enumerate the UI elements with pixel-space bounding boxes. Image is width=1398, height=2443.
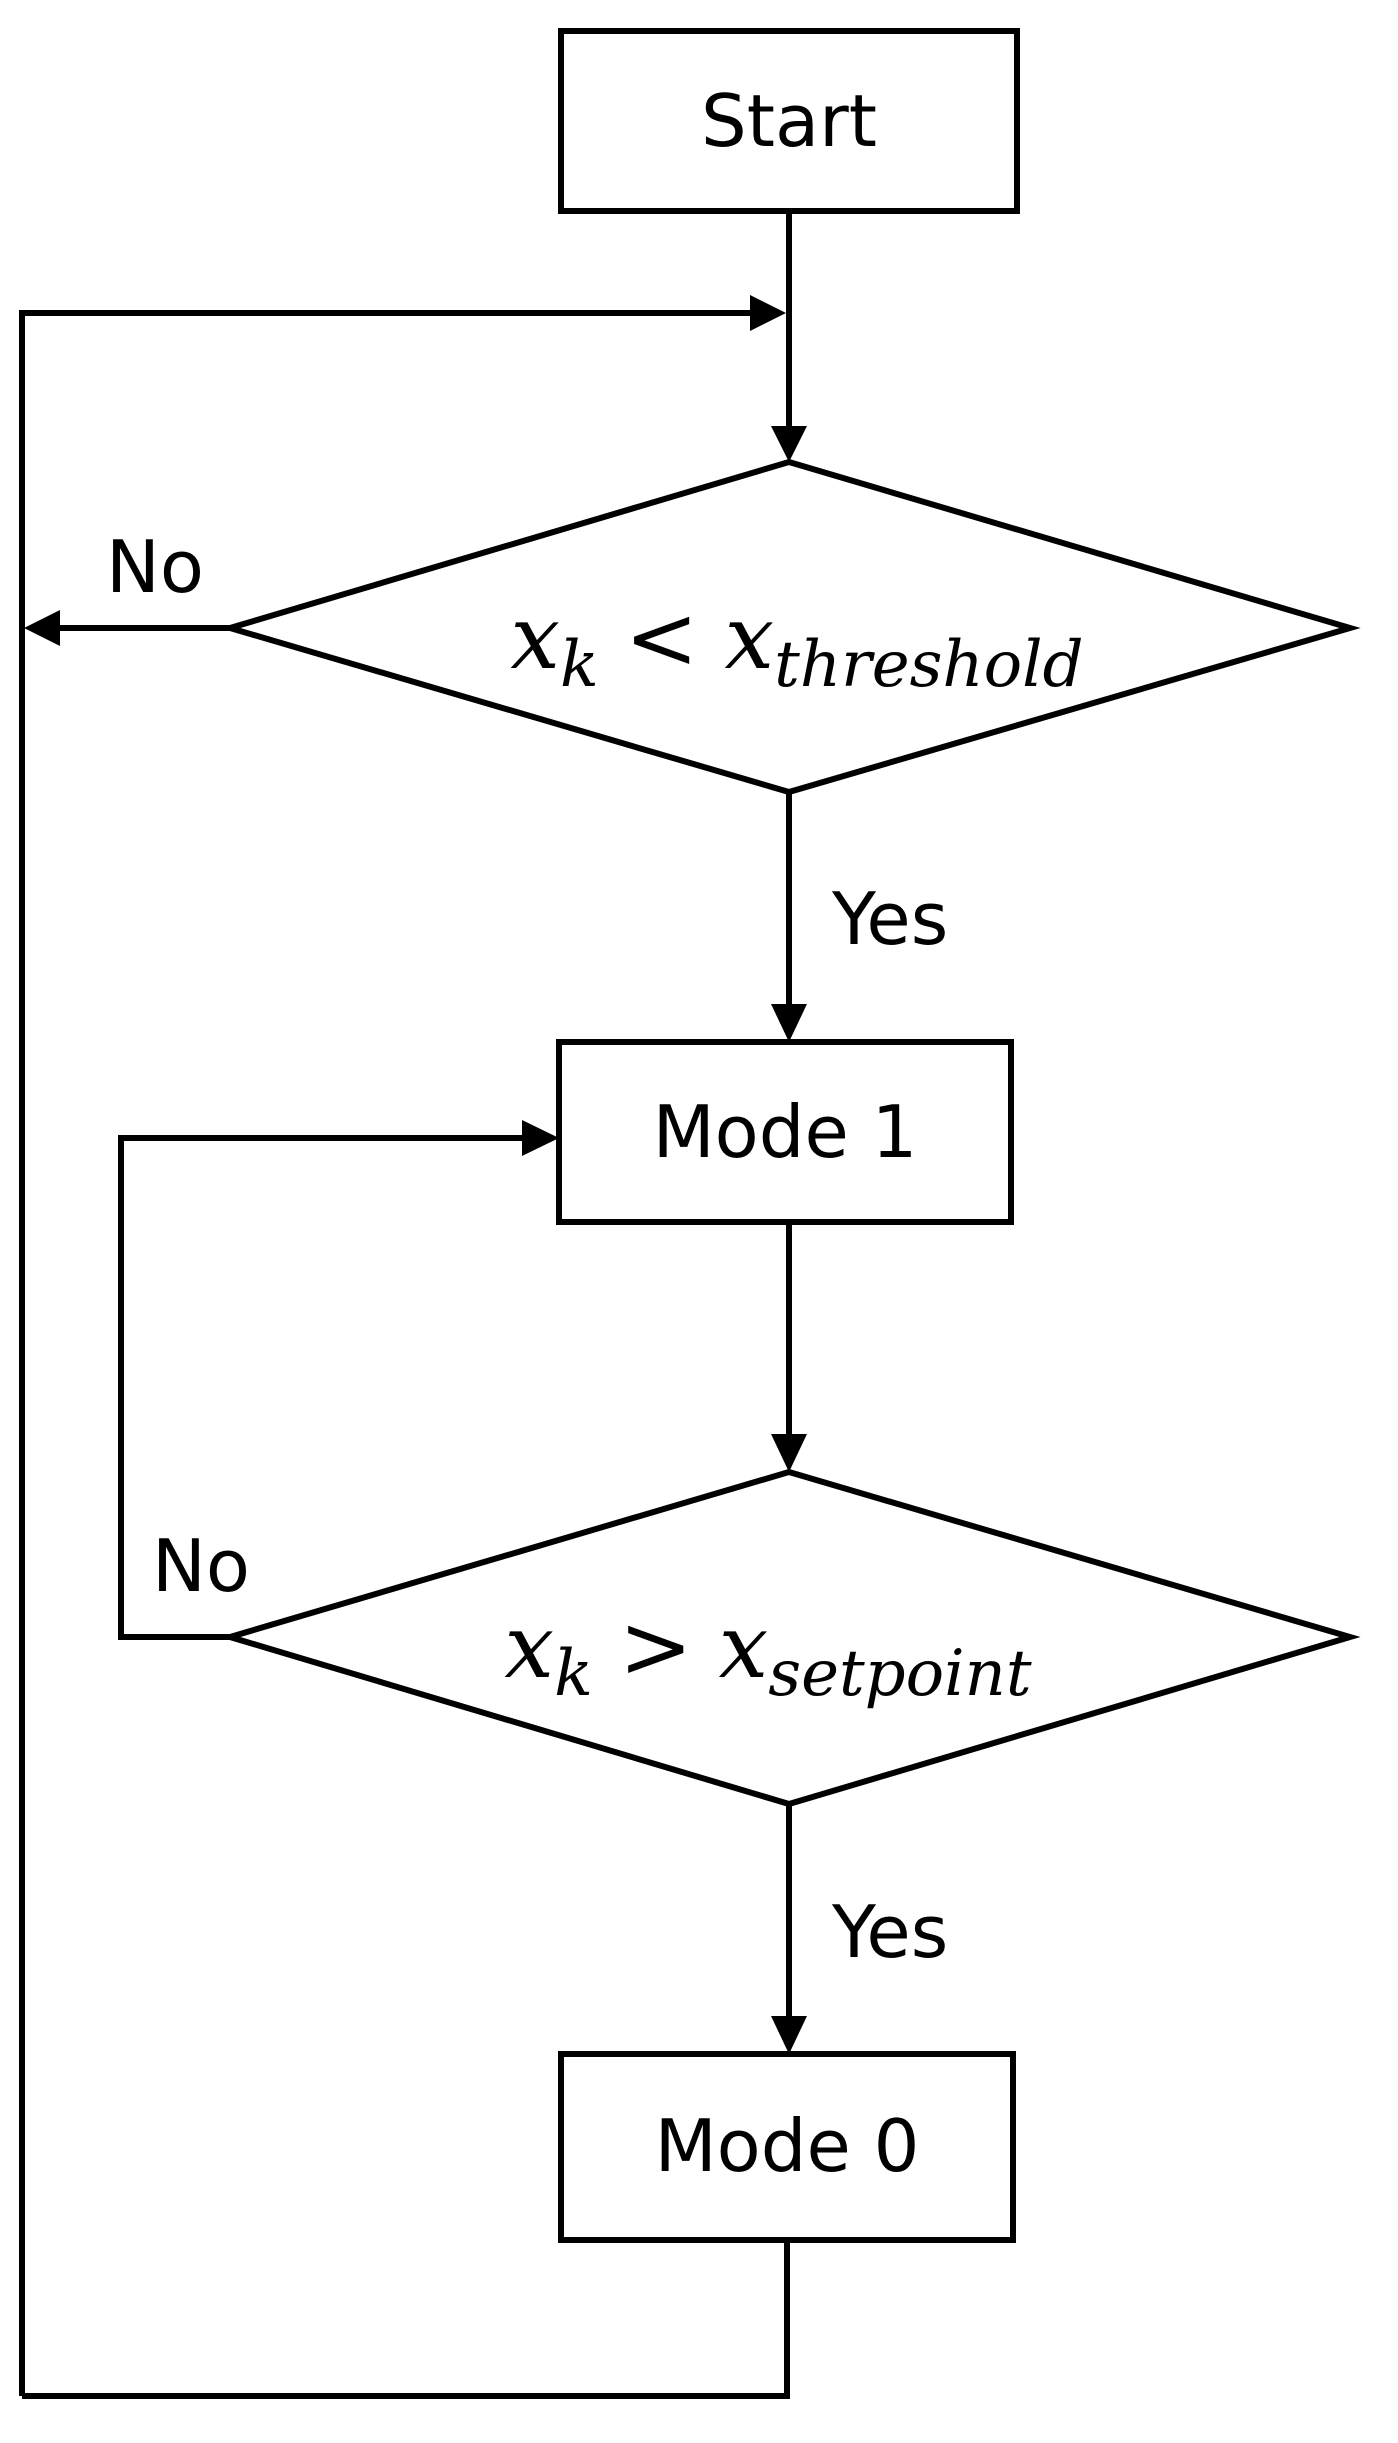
threshold-yes-label: Yes xyxy=(831,877,948,961)
arrowhead-into-mode1 xyxy=(771,1004,807,1042)
threshold-condition: xk<xthreshold xyxy=(510,586,1083,702)
arrowhead-into-mode0 xyxy=(771,2016,807,2054)
arrowhead-threshold-no xyxy=(24,610,60,646)
mode1-node xyxy=(556,1039,1014,1225)
threshold-no-label: No xyxy=(106,525,204,609)
mode0-label: Mode 0 xyxy=(655,2104,920,2188)
arrowhead-into-threshold xyxy=(771,426,807,462)
arrowhead-loop-return xyxy=(750,295,786,331)
arrowhead-into-setpoint xyxy=(771,1434,807,1472)
setpoint-yes-label: Yes xyxy=(831,1890,948,1974)
connector-setpoint-no-loop xyxy=(118,1135,524,1640)
arrowhead-setpoint-no xyxy=(522,1120,559,1156)
start-node xyxy=(558,28,1020,214)
connector-mode0-return xyxy=(22,2240,790,2399)
setpoint-no-label: No xyxy=(152,1524,250,1608)
decision-threshold xyxy=(219,458,1361,796)
start-label: Start xyxy=(701,79,877,163)
mode1-label: Mode 1 xyxy=(653,1090,918,1174)
loop-return-line xyxy=(19,310,752,2396)
setpoint-condition: xk>xsetpoint xyxy=(504,1595,1031,1711)
mode0-node xyxy=(558,2051,1016,2243)
